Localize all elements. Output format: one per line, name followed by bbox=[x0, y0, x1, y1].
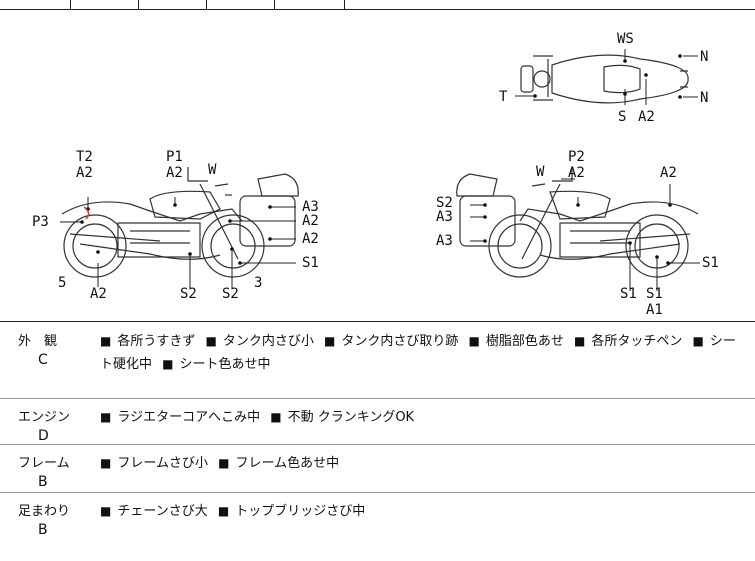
label-5: 5 bbox=[58, 275, 66, 291]
label-a2: A2 bbox=[568, 165, 585, 181]
left-side-motorcycle bbox=[61, 167, 299, 278]
label-s2: S2 bbox=[436, 195, 453, 211]
grade-value: B bbox=[38, 522, 48, 538]
label-n-lower: N bbox=[700, 90, 708, 106]
header-table-edge bbox=[0, 0, 755, 10]
section-suspension: 足まわり B チェーンさび大 トップブリッジさび中 bbox=[0, 492, 755, 561]
label-s1: S1 bbox=[646, 286, 663, 302]
header-cell bbox=[206, 0, 275, 9]
header-cell bbox=[274, 0, 345, 9]
notes-list: 各所うすきず タンク内さび小 タンク内さび取り跡 樹脂部色あせ 各所タッチペン … bbox=[100, 330, 740, 376]
header-cell bbox=[70, 0, 139, 9]
label-a2-top: A2 bbox=[638, 109, 655, 125]
label-s2: S2 bbox=[180, 286, 197, 302]
notes-list: フレームさび小 フレーム色あせ中 bbox=[100, 452, 740, 475]
motorcycle-diagram-svg: WS N T N S A2 T2 A2 P1 A2 W P3 A3 A2 A2 … bbox=[32, 31, 719, 318]
label-a1: A1 bbox=[646, 302, 663, 318]
note-item: ラジエターコアへこみ中 bbox=[100, 410, 260, 425]
label-s1: S1 bbox=[620, 286, 637, 302]
grade-value: C bbox=[38, 352, 48, 368]
label-a2: A2 bbox=[90, 286, 107, 302]
damage-markers bbox=[80, 54, 682, 265]
red-mark bbox=[83, 206, 90, 220]
note-item: 各所タッチペン bbox=[574, 334, 682, 349]
label-3: 3 bbox=[254, 275, 262, 291]
label-a2: A2 bbox=[166, 165, 183, 181]
right-side-motorcycle bbox=[456, 167, 699, 278]
label-a2: A2 bbox=[302, 231, 319, 247]
leader-lines bbox=[60, 49, 700, 291]
label-w-right: W bbox=[536, 164, 545, 180]
damage-diagram: WS N T N S A2 T2 A2 P1 A2 W P3 A3 A2 A2 … bbox=[0, 9, 755, 322]
label-a2: A2 bbox=[302, 213, 319, 229]
section-frame: フレーム B フレームさび小 フレーム色あせ中 bbox=[0, 444, 755, 493]
note-item: 不動 クランキングOK bbox=[270, 410, 414, 425]
label-p1: P1 bbox=[166, 149, 183, 165]
label-ws: WS bbox=[617, 31, 634, 47]
note-item: 樹脂部色あせ bbox=[469, 334, 564, 349]
grade-value: D bbox=[38, 428, 49, 444]
label-p3: P3 bbox=[32, 214, 49, 230]
category-label: 外 観 bbox=[18, 334, 58, 349]
category-label: エンジン bbox=[18, 410, 71, 425]
section-exterior: 外 観 C 各所うすきず タンク内さび小 タンク内さび取り跡 樹脂部色あせ 各所… bbox=[0, 322, 755, 399]
label-a3: A3 bbox=[302, 199, 319, 215]
section-engine: エンジン D ラジエターコアへこみ中 不動 クランキングOK bbox=[0, 398, 755, 445]
label-p2: P2 bbox=[568, 149, 585, 165]
grade-value: B bbox=[38, 474, 48, 490]
notes-list: チェーンさび大 トップブリッジさび中 bbox=[100, 500, 740, 523]
label-s1: S1 bbox=[302, 255, 319, 271]
notes-list: ラジエターコアへこみ中 不動 クランキングOK bbox=[100, 406, 740, 429]
header-cell bbox=[0, 0, 71, 9]
category-label: 足まわり bbox=[18, 504, 71, 519]
note-item: タンク内さび小 bbox=[206, 334, 314, 349]
label-a2: A2 bbox=[76, 165, 93, 181]
note-item: シート色あせ中 bbox=[162, 357, 270, 372]
label-t2: T2 bbox=[76, 149, 93, 165]
top-view-motorcycle bbox=[520, 54, 689, 104]
note-item: チェーンさび大 bbox=[100, 504, 208, 519]
header-cell bbox=[138, 0, 207, 9]
label-s2: S2 bbox=[222, 286, 239, 302]
note-item: フレーム色あせ中 bbox=[218, 456, 339, 471]
note-item: 各所うすきず bbox=[100, 334, 195, 349]
label-a3: A3 bbox=[436, 209, 453, 225]
label-a2: A2 bbox=[660, 165, 677, 181]
note-item: タンク内さび取り跡 bbox=[324, 334, 458, 349]
label-t: T bbox=[499, 89, 508, 105]
label-s: S bbox=[618, 109, 626, 125]
note-item: フレームさび小 bbox=[100, 456, 208, 471]
label-s1: S1 bbox=[702, 255, 719, 271]
label-w: W bbox=[208, 162, 217, 178]
label-n-upper: N bbox=[700, 49, 708, 65]
note-item: トップブリッジさび中 bbox=[218, 504, 365, 519]
label-a3: A3 bbox=[436, 233, 453, 249]
category-label: フレーム bbox=[18, 456, 70, 471]
